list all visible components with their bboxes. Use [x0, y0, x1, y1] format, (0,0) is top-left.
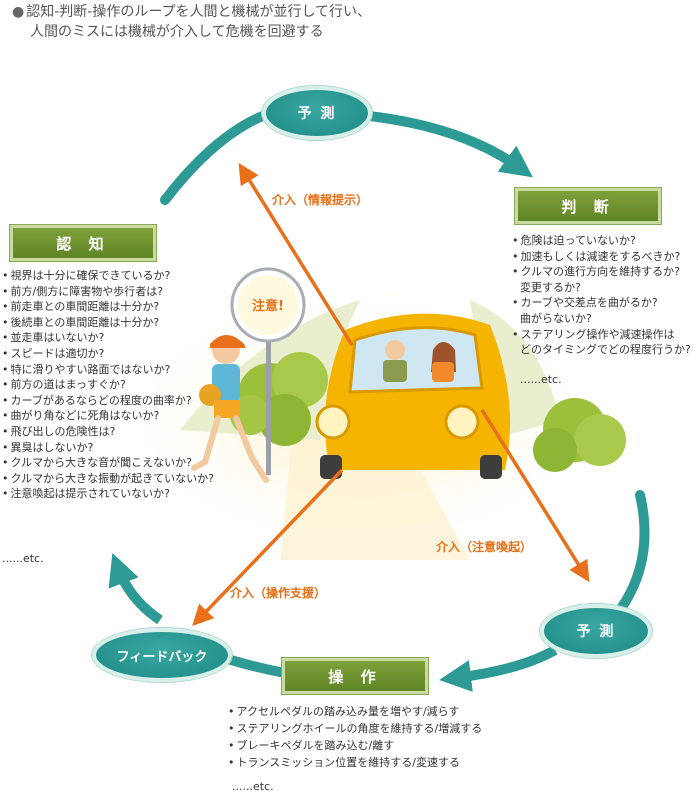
list-item: ブレーキペダルを踏み込む/離す [228, 737, 528, 754]
operate-list: アクセルペダルの踏み込み量を増やす/減らす ステアリングホイールの角度を維持する… [228, 703, 528, 771]
list-item: 異臭はしないか? [2, 440, 242, 456]
judge-list: 危険は迫っていないか? 加速もしくは減速をするべきか? クルマの進行方向を維持す… [512, 233, 697, 358]
loop-arrow-predict-to-operate [439, 645, 558, 692]
list-item: クルマから大きな音が聞こえないか? [2, 455, 242, 471]
recognize-etc: ......etc. [2, 552, 44, 565]
bush-right [533, 398, 626, 472]
node-recognize: 認 知 [10, 225, 156, 261]
list-item: トランスミッション位置を維持する/変速する [228, 754, 528, 771]
list-item: 前方/側方に障害物や歩行者は? [2, 284, 242, 300]
intervention-label-info: 介入（情報提示） [272, 193, 369, 207]
list-item: 特に滑りやすい路面ではないか? [2, 362, 242, 378]
node-judge: 判 断 [515, 188, 661, 224]
list-item: 視界は十分に確保できているか? [2, 268, 242, 284]
list-item: クルマの進行方向を維持するか?変更するか? [512, 264, 697, 295]
list-item: アクセルペダルの踏み込み量を増やす/減らす [228, 703, 528, 720]
list-item: 前走車との車間距離は十分か? [2, 299, 242, 315]
heading-line-2: 人間のミスには機械が介入して危機を回避する [30, 24, 324, 40]
intervention-arrow-info [238, 162, 354, 346]
intervention-arrow-assist [192, 468, 344, 627]
operate-etc: ......etc. [232, 780, 274, 793]
loop-arrow-judge-to-predict [615, 490, 650, 615]
list-item: 加速もしくは減速をするべきか? [512, 249, 697, 265]
list-item: 前方の道はまっすぐか? [2, 377, 242, 393]
heading-bullet: ● [12, 4, 25, 20]
recognize-list: 視界は十分に確保できているか? 前方/側方に障害物や歩行者は? 前走車との車間距… [2, 268, 242, 502]
loop-arrow-predict-to-judge [359, 110, 534, 178]
node-predict-bottom: 予 測 [540, 604, 652, 658]
intervention-arrow-alert [480, 409, 590, 583]
list-item: クルマから大きな振動が起きていないか? [2, 471, 242, 487]
sign-text: 注意! [252, 298, 284, 314]
list-item: カーブや交差点を曲がるか?曲がらないか? [512, 295, 697, 326]
list-item: 曲がり角などに死角はないか? [2, 408, 242, 424]
node-feedback: フィードバック [92, 628, 232, 682]
node-operate: 操 作 [282, 658, 428, 694]
loop-arrow-feedback-to-recognize [108, 553, 163, 625]
list-item: カーブがあるならどの程度の曲率か? [2, 393, 242, 409]
intervention-label-assist: 介入（操作支援） [230, 586, 327, 600]
list-item: ステアリングホイールの角度を維持する/増減する [228, 720, 528, 737]
loop-arrow-recognize-to-predict [160, 110, 270, 205]
list-item: 飛び出しの危険性は? [2, 424, 242, 440]
car [315, 313, 510, 479]
page-heading: ●認知-判断-操作のループを人間と機械が並行して行い、 人間のミスには機械が介入… [12, 2, 371, 42]
heading-line-1: 認知-判断-操作のループを人間と機械が並行して行い、 [26, 4, 372, 20]
list-item: 後続車との車間距離は十分か? [2, 315, 242, 331]
node-predict-top: 予 測 [262, 86, 372, 140]
intervention-label-alert: 介入（注意喚起） [436, 540, 533, 554]
list-item: スピードは適切か? [2, 346, 242, 362]
list-item: 危険は迫っていないか? [512, 233, 697, 249]
judge-etc: ......etc. [520, 373, 562, 386]
list-item: 並走車はいないか? [2, 330, 242, 346]
caution-sign: 注意! [230, 267, 306, 475]
list-item: 注意喚起は提示されていないか? [2, 486, 242, 502]
